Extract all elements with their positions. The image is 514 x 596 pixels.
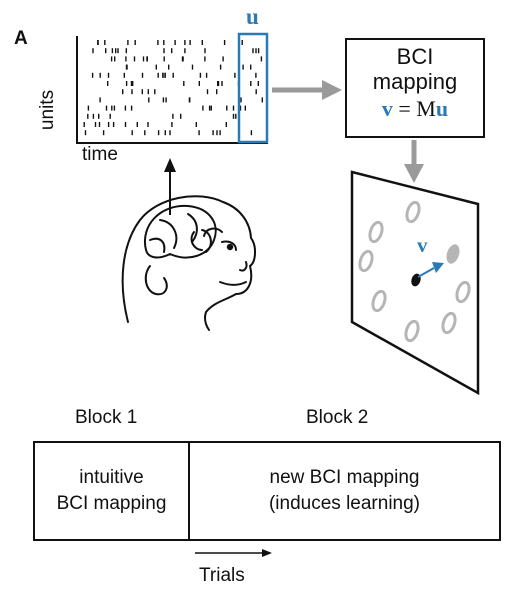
units-axis-label: units [37, 89, 58, 131]
block1-box: intuitive BCI mapping [35, 443, 190, 539]
eq-u: u [435, 96, 449, 121]
time-axis-label: time [82, 144, 118, 165]
velocity-arrow-head [432, 262, 444, 273]
eq-op: = M [392, 96, 436, 121]
arrow-to-screen-head [404, 164, 424, 183]
target-ring [358, 200, 471, 343]
u-window [237, 32, 269, 144]
monkey-illustration [121, 195, 256, 331]
bci-title-line1: BCI [396, 44, 434, 69]
bci-mapping-title: BCI mapping [347, 44, 483, 94]
block2-line1: new BCI mapping [269, 467, 420, 488]
trials-arrow-head [262, 549, 272, 557]
block-timeline: intuitive BCI mapping new BCI mapping (i… [33, 441, 501, 541]
mapping-equation: v = Mu [347, 96, 483, 122]
eq-v: v [381, 96, 393, 121]
cursor-screen [350, 170, 480, 396]
bci-title-line2: mapping [372, 69, 458, 94]
block2-label: Block 2 [306, 407, 369, 428]
block2-box: new BCI mapping (induces learning) [190, 443, 499, 539]
block1-label: Block 1 [75, 407, 138, 428]
block1-line2: BCI mapping [56, 493, 167, 514]
trials-label: Trials [199, 565, 245, 586]
velocity-label: v [417, 233, 428, 257]
arrow-brain-to-raster-head [164, 158, 176, 172]
arrow-to-mapping-head [322, 80, 342, 100]
active-target [446, 244, 460, 264]
u-vector-label: u [246, 4, 259, 29]
block2-line2: (induces learning) [268, 493, 421, 514]
panel-letter: A [14, 28, 28, 49]
bci-mapping-box: BCI mapping v = Mu [345, 38, 485, 138]
velocity-arrow [417, 267, 435, 278]
block1-line1: intuitive [79, 467, 144, 488]
spike-raster [83, 40, 263, 136]
